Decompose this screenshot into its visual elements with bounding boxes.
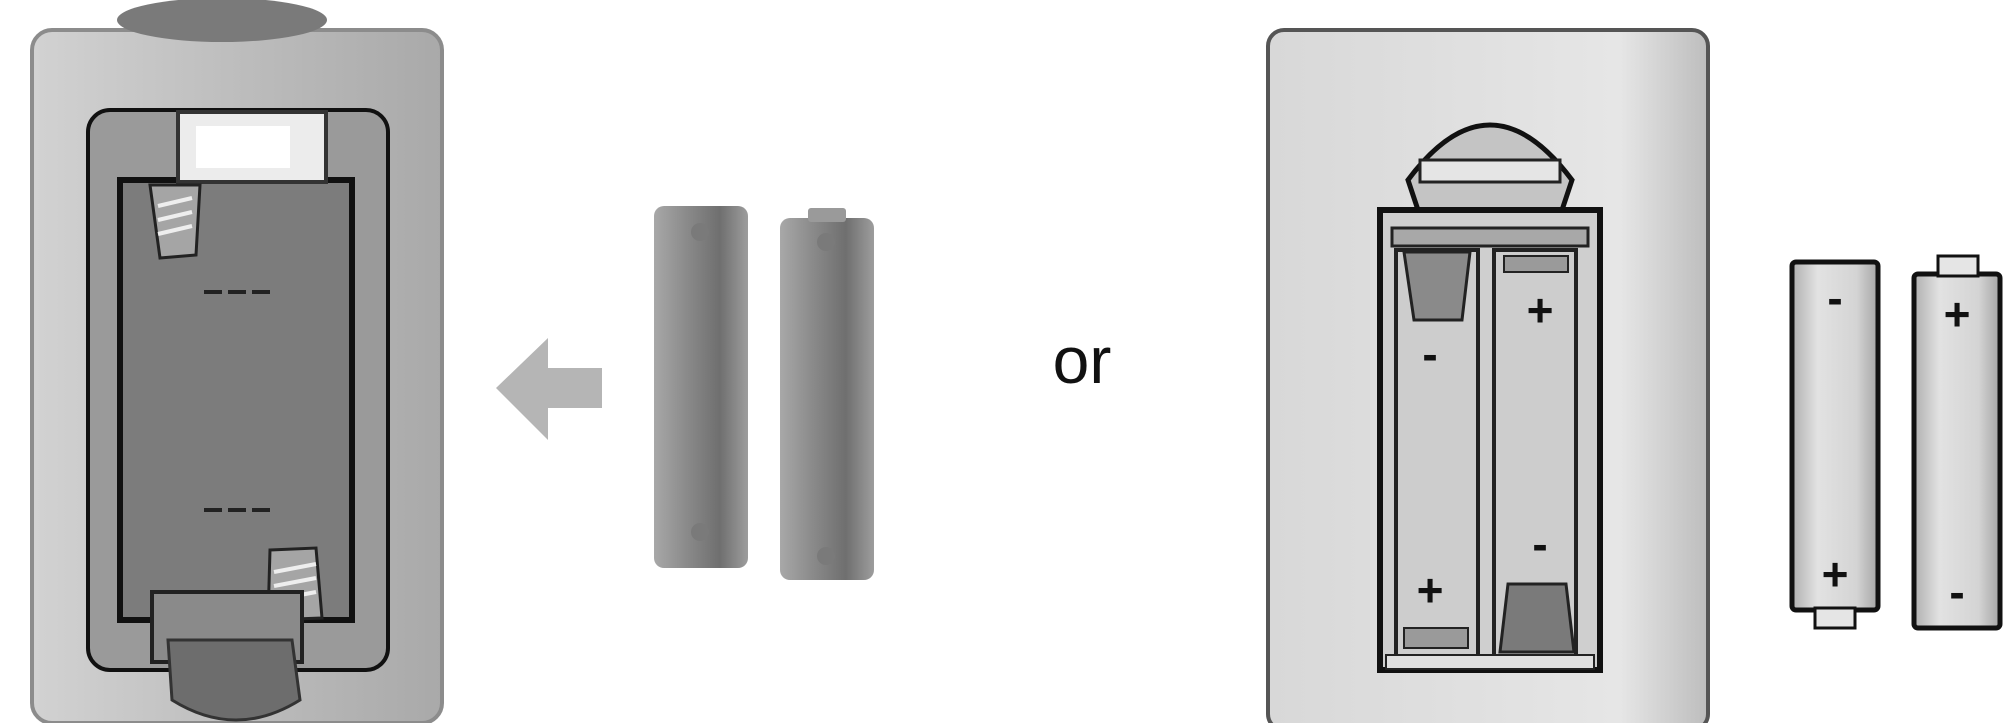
right-slot-left-contact [1404, 628, 1468, 648]
right-loose-batteries: - + + - [1792, 256, 2000, 628]
left-latch-tab [168, 640, 300, 720]
left-remote-top-button [117, 0, 327, 42]
battery-terminal [691, 223, 709, 241]
right-slot-right-top-symbol: + [1527, 284, 1554, 336]
right-loose-battery-1-bottom-symbol: + [1822, 548, 1849, 600]
right-loose-battery-2-bottom-symbol: - [1949, 566, 1964, 618]
left-loose-batteries [654, 206, 874, 580]
battery-nub [808, 208, 846, 222]
left-remote [32, 0, 442, 723]
battery-terminal [691, 523, 709, 541]
right-slot-right-spring [1500, 584, 1574, 652]
right-cover-tab-lip [1420, 160, 1560, 182]
battery-nub [1938, 256, 1978, 276]
right-remote: - + + - [1268, 30, 1708, 723]
right-slot-left-top-symbol: - [1422, 328, 1437, 380]
right-loose-battery-1-top-symbol: - [1827, 272, 1842, 324]
right-loose-battery-2-top-symbol: + [1944, 288, 1971, 340]
loose-battery-1 [654, 206, 748, 568]
loose-battery-2 [780, 218, 874, 580]
left-spring-top [150, 185, 200, 258]
right-slot-left-spring [1404, 252, 1470, 320]
battery-terminal [817, 547, 835, 565]
compartment-top-rail [1392, 228, 1588, 246]
right-slot-right-bottom-symbol: - [1532, 518, 1547, 570]
compartment-bottom-rail [1386, 655, 1594, 669]
battery-nub [1815, 608, 1855, 628]
battery-terminal [817, 233, 835, 251]
right-slot-right-contact [1504, 256, 1568, 272]
connector-word: or [1053, 323, 1112, 397]
left-top-clip-highlight [196, 126, 290, 168]
insert-arrow [496, 338, 602, 440]
right-slot-left-bottom-symbol: + [1417, 564, 1444, 616]
